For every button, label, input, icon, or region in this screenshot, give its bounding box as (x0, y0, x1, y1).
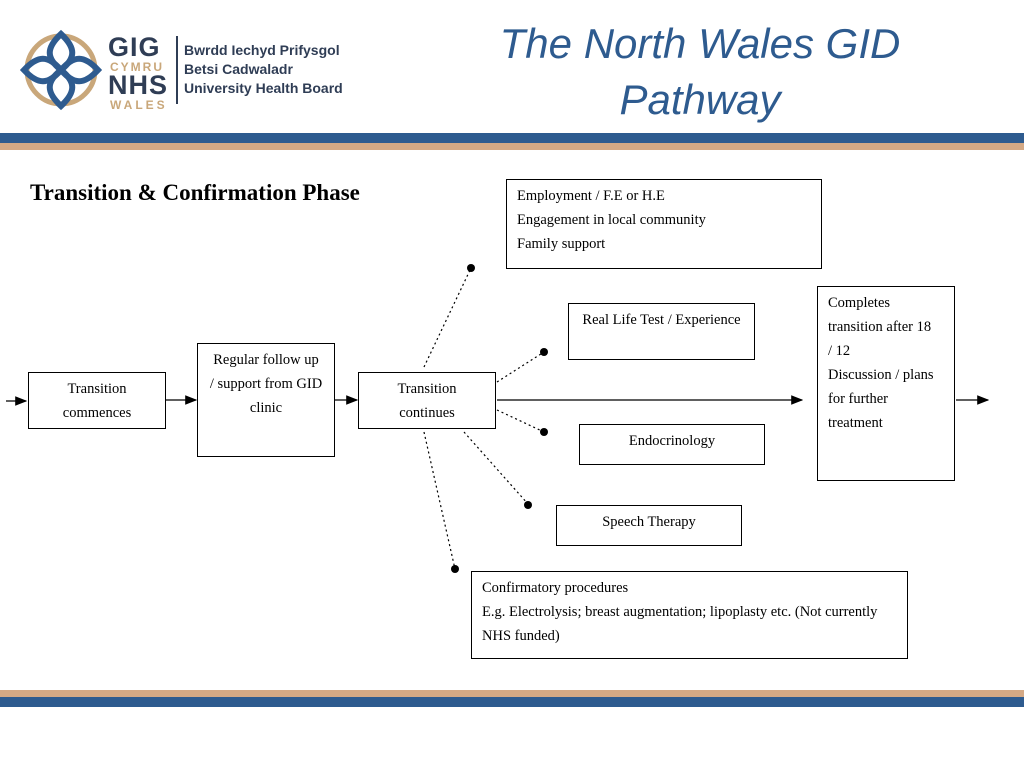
top-blue-band (0, 133, 1024, 143)
dotted-to-real-life (496, 351, 545, 383)
bottom-blue-band (0, 697, 1024, 707)
box-line: Real Life Test / Experience (582, 312, 741, 328)
box-line: for further (828, 391, 888, 407)
dotted-to-endocrinology (496, 409, 545, 433)
celtic-knot-icon (19, 29, 103, 111)
endpoint-speech (524, 501, 532, 509)
board-name-line2: Betsi Cadwaladr (184, 61, 293, 77)
box-line: Regular follow up (213, 352, 319, 368)
nhs-wales-logo: GIG CYMRU NHS WALES Bwrdd Iechyd Prifysg… (18, 28, 348, 112)
board-name-line1: Bwrdd Iechyd Prifysgol (184, 42, 340, 58)
box-line: Completes (828, 295, 891, 311)
speech-therapy-box: Speech Therapy (556, 505, 742, 546)
box-line: Speech Therapy (602, 514, 696, 530)
box-line: clinic (249, 400, 283, 416)
box-line: Transition (67, 381, 127, 397)
logo-divider (176, 36, 178, 104)
box-line: Confirmatory procedures (482, 580, 629, 596)
real-life-test-box: Real Life Test / Experience (568, 303, 755, 360)
top-tan-band (0, 143, 1024, 150)
logo-cymru: CYMRU (110, 60, 164, 74)
regular-follow-up-box: Regular follow up / support from GID cli… (197, 343, 335, 457)
phase-title: Transition & Confirmation Phase (30, 180, 360, 205)
transition-commences-box: Transition commences (28, 372, 166, 429)
box-line: Family support (517, 236, 606, 252)
endpoint-endocrinology (540, 428, 548, 436)
transition-continues-box: Transition continues (358, 372, 496, 429)
box-line: / support from GID (209, 376, 323, 392)
box-line: treatment (828, 415, 883, 431)
title-line-2: Pathway (619, 76, 781, 123)
board-name-line3: University Health Board (184, 80, 343, 96)
dotted-to-speech (463, 431, 529, 505)
endocrinology-box: Endocrinology (579, 424, 765, 465)
box-line: Discussion / plans (828, 367, 934, 383)
employment-box: Employment / F.E or H.E Engagement in lo… (506, 179, 822, 269)
logo-wales: WALES (110, 98, 168, 112)
confirmatory-box: Confirmatory procedures E.g. Electrolysi… (471, 571, 908, 659)
box-line: NHS funded) (482, 628, 560, 644)
logo-gig: GIG (108, 32, 161, 62)
box-line: E.g. Electrolysis; breast augmentation; … (482, 604, 878, 620)
endpoint-employment (467, 264, 475, 272)
bottom-tan-band (0, 690, 1024, 697)
box-line: Endocrinology (628, 433, 716, 449)
box-line: transition after 18 (828, 319, 932, 335)
endpoint-confirmatory (451, 565, 459, 573)
dotted-to-employment (423, 267, 472, 368)
title-line-1: The North Wales GID (499, 20, 901, 67)
box-line: Transition (397, 381, 457, 397)
dotted-to-confirmatory (423, 431, 456, 570)
box-line: commences (62, 405, 132, 421)
page-title: The North Wales GID Pathway (440, 16, 960, 128)
box-line: Employment / F.E or H.E (517, 188, 665, 204)
box-line: continues (399, 405, 455, 421)
logo-nhs: NHS (108, 70, 169, 100)
completes-transition-box: Completes transition after 18 / 12 Discu… (817, 286, 955, 481)
endpoint-real-life (540, 348, 548, 356)
box-line: Engagement in local community (517, 212, 706, 228)
box-line: / 12 (828, 343, 851, 359)
